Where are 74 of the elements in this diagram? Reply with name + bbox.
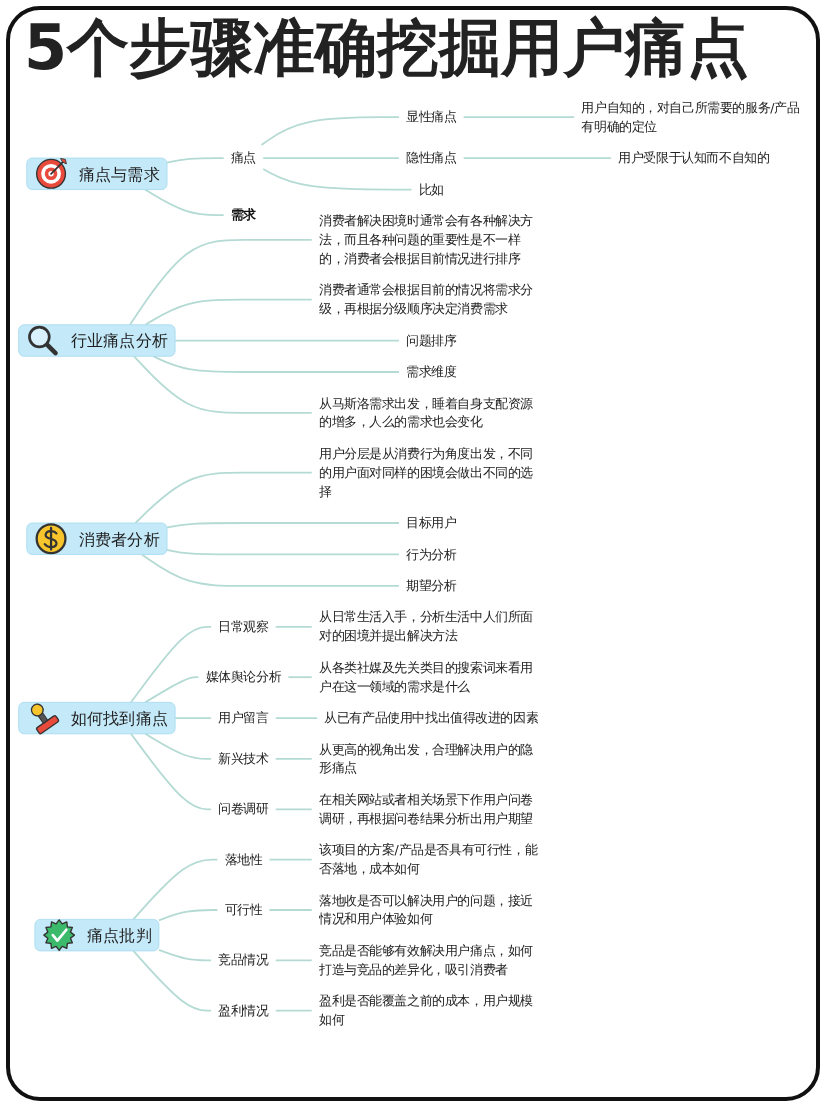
branch-text: 比如 [418,181,444,197]
connector-line [132,858,219,921]
branch-text: 该项目的方案/产品是否具有可行性，能否落地，成本如何 [318,842,538,876]
branch-text: 期望分析 [406,578,457,593]
connector-line [144,676,200,704]
branch-text: 痛点 [230,150,256,165]
branch-text: 需求维度 [406,364,457,379]
connector-line [274,758,313,760]
branch-text: 落地收是否可以解决用户的问题，接近情况和用户体验如何 [318,892,533,927]
connector-line [274,959,313,962]
branch-text: 在相关网站或者相关场景下作用户问卷调研，再根据问卷结果分析出用户期望 [318,792,533,826]
branch-text: 问题排序 [406,332,457,348]
connector-line [274,808,313,811]
branch-text: 落地性 [224,852,263,867]
branch-text: 竞品是否能够有效解决用户痛点，如何打造与竞品的差异化，吸引消费者 [318,943,533,977]
branch-text: 需求 [230,207,256,222]
connector-line [274,625,313,628]
title: 5个步骤准确挖掘用户痛点 [24,14,750,83]
connector-line [262,168,413,191]
branch-text: 从更高的视角出发，合理解决用户的隐形痛点 [318,741,533,776]
branch-text: 新兴技术 [218,751,269,766]
branch-text: 从各类社媒及先关类目的搜索词来看用户在这一领域的需求是什么 [318,660,533,694]
connector-line [130,732,212,811]
branch-text: 用户自知的，对自己所需要的服务/产品有明确的定位 [581,100,800,134]
connector-line [140,553,400,587]
connector-line [268,909,313,911]
connector-line [158,909,219,922]
connector-line [260,116,400,146]
branch-text: 目标用户 [406,515,457,530]
branch-text: 用户受限于认知而不自知的 [618,150,770,165]
branch-text: 消费者解决困境时通常会有各种解决方法，而且各种问题的重要性是不一样的，消费者会根据目前情况进行排序 [318,213,533,266]
connector-line [144,188,225,217]
connector-line [166,157,225,164]
topic-box: 行业痛点分析 [18,324,176,357]
branch-text: 隐性痛点 [406,150,457,165]
topic-box: 痛点与需求 [26,157,168,190]
branch-text: 问卷调研 [218,801,269,817]
connector-line [174,339,400,342]
connector-line [152,355,400,373]
connector-line [166,522,400,529]
topic-box: 消费者分析 [26,522,168,555]
topic-box: 如何找到痛点 [18,701,176,735]
branch-text: 从马斯洛需求出发，睡着自身支配资源的增多，人么的需求也会变化 [318,395,533,430]
branch-text: 盈利情况 [218,1003,269,1018]
connector-line [462,116,576,119]
connector-line [268,858,313,861]
branch-text: 消费者通常会根据目前的情况将需求分级，再根据分级顺序决定消费需求 [318,282,533,316]
branch-text: 用户留言 [218,710,269,725]
branch-text: 行为分析 [406,546,457,562]
connector-line [287,676,313,679]
branch-text: 可行性 [224,902,263,917]
branch-text: 用户分层是从消费行为角度出发，不同的用户面对同样的困境会做出不同的选择 [318,446,533,499]
branch-text: 日常观察 [218,619,269,634]
connector-line [274,1009,313,1012]
branch-text: 从日常生活入手，分析生活中人们所面对的困境并提出解决方法 [318,609,533,643]
connector-line [134,471,313,524]
connector-line [174,717,212,719]
connector-line [462,157,612,159]
connector-line [130,625,212,704]
connector-line [158,949,212,962]
topic-box: 痛点批判 [34,918,160,952]
branch-text: 显性痛点 [406,109,457,124]
branch-text: 媒体舆论分析 [205,669,282,684]
connector-line [133,355,313,414]
branch-text: 盈利是否能覆盖之前的成本，用户规模如何 [318,993,533,1027]
connector-line [144,732,212,760]
connector-line [129,238,313,326]
connector-line [262,157,400,159]
branch-text: 竞品情况 [218,952,269,968]
branch-text: 从已有产品使用中找出值得改进的因素 [324,710,539,725]
connector-line [132,950,212,1012]
connector-line [274,717,318,719]
connector-line [166,548,400,556]
connector-line [144,298,313,326]
